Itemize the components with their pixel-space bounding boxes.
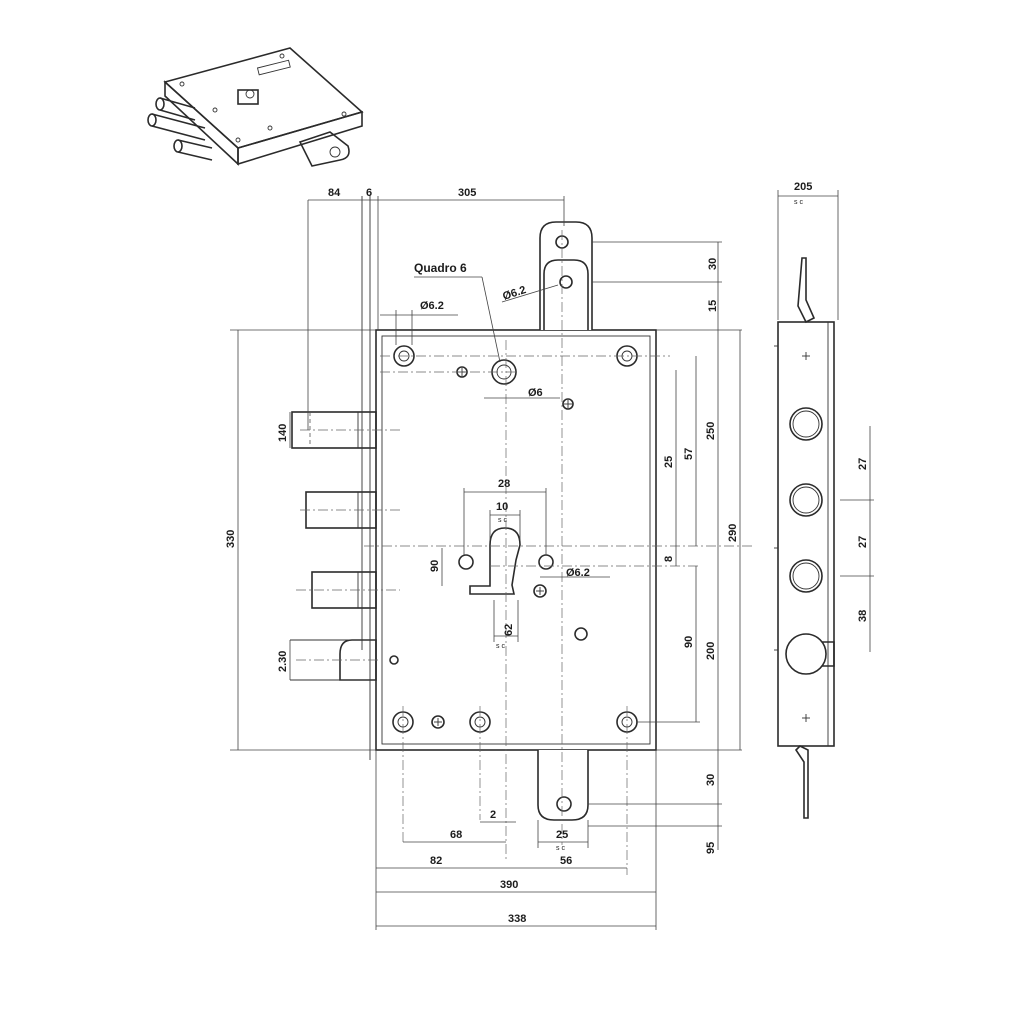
label-d62-tab: Ø6.2: [501, 284, 527, 303]
thumb-bolt-3: [173, 139, 213, 161]
dim-bolt-140: 140: [277, 424, 289, 442]
dim-330: 330: [225, 530, 237, 548]
dim-cyl-10-sub: s c: [498, 517, 507, 524]
dim-bot-25-sub: s c: [556, 845, 565, 852]
dim-cyl-10: 10: [496, 501, 508, 513]
dim-bot-390: 390: [500, 879, 518, 891]
dim-bot-82: 82: [430, 855, 442, 867]
dim-bolt-230: 2.30: [277, 651, 289, 672]
lock-case-outline: [375, 329, 657, 751]
dim-bot-68: 68: [450, 829, 462, 841]
bottom-tab: [537, 750, 589, 821]
label-d62-top: Ø6.2: [420, 300, 444, 312]
thumb-bolt-1: [155, 97, 196, 121]
dim-95: 95: [705, 842, 717, 854]
dim-8: 8: [663, 556, 675, 562]
dim-bot-338: 338: [508, 913, 526, 925]
left-dimensions: 330 140 2.30: [225, 329, 376, 751]
dim-30-bottom: 30: [705, 774, 717, 786]
dim-250: 250: [705, 422, 717, 440]
dim-side-205-sub: s c: [794, 199, 803, 206]
dim-side-27a: 27: [857, 458, 869, 470]
dim-30-top: 30: [707, 258, 719, 270]
label-d6: Ø6: [528, 387, 543, 399]
bottom-dimensions: 2 68 25 s c 82 56 390 338: [375, 750, 657, 930]
dim-57: 57: [683, 448, 695, 460]
dim-cyl-62: 62: [503, 624, 515, 636]
dim-90: 90: [683, 636, 695, 648]
dim-25: 25: [663, 456, 675, 468]
dim-side-205: 205: [794, 181, 812, 193]
dim-84: 84: [328, 187, 341, 199]
dim-6: 6: [366, 187, 372, 199]
top-dimensions: 84 6 305: [307, 187, 565, 430]
dim-cyl-90: 90: [429, 560, 441, 572]
lock-front-view: Ø6.2 Quadro 6 Ø6.2 Ø6 Ø6.2: [290, 196, 752, 875]
dim-290: 290: [727, 524, 739, 542]
dim-cyl-62-sub: s c: [496, 643, 505, 650]
label-quadro: Quadro 6: [414, 261, 467, 275]
dim-15: 15: [707, 300, 719, 312]
label-d62-right: Ø6.2: [566, 567, 590, 579]
dim-200: 200: [705, 642, 717, 660]
thumb-bolt-2: [147, 113, 206, 141]
dim-bot-2: 2: [490, 809, 496, 821]
dim-bot-25: 25: [556, 829, 568, 841]
lock-3d-thumbnail: [147, 47, 364, 167]
corner-screws: [389, 345, 638, 733]
dim-side-38: 38: [857, 610, 869, 622]
dim-305: 305: [458, 187, 476, 199]
lock-side-view: 205 s c 27 27 38: [774, 181, 874, 819]
right-dimensions: 30 15 250 57 25 290 8 90 200 30 95: [588, 241, 742, 854]
dim-side-27b: 27: [857, 536, 869, 548]
dim-bot-56: 56: [560, 855, 572, 867]
cylinder-dimensions: 28 10 s c 90 62 s c: [429, 478, 547, 650]
dim-cyl-28: 28: [498, 478, 510, 490]
top-tab-inner: [543, 259, 589, 330]
